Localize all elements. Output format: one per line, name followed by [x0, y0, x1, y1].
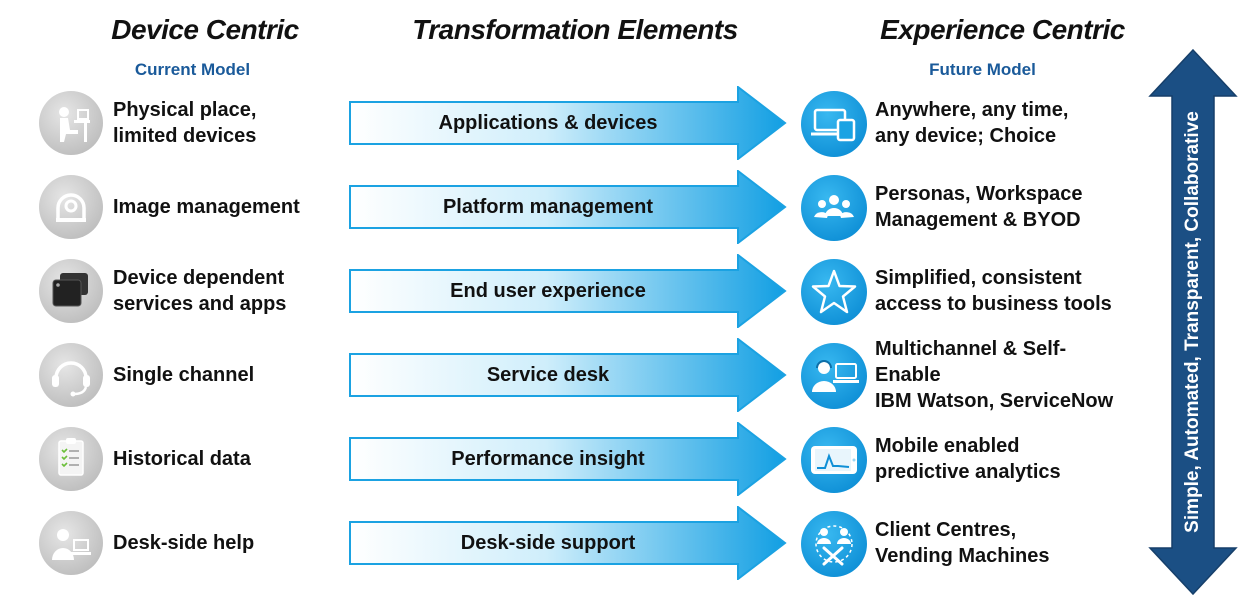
star-icon [801, 259, 867, 325]
future-model-text: Multichannel & Self- Enable IBM Watson, … [875, 338, 1114, 412]
future-model-text: Anywhere, any time, any device; Choice [875, 99, 1069, 147]
transformation-element-label: Desk-side support [460, 531, 636, 554]
disk-image-icon [39, 175, 103, 239]
current-model-text: Desk-side help [113, 532, 255, 554]
transformation-element-label: Performance insight [451, 447, 645, 470]
transformation-element-label: Platform management [442, 195, 654, 218]
transformation-element-label: End user experience [450, 279, 646, 302]
future-model-text: Simplified, consistent access to busines… [875, 267, 1112, 315]
current-model-text: Image management [113, 196, 300, 218]
left-column-subtitle: Current Model [134, 60, 251, 79]
current-model-text: Single channel [113, 364, 255, 386]
headset-icon [39, 343, 103, 407]
transformation-arrow [349, 422, 787, 496]
transformation-row: Single channel Service desk Multichannel… [0, 338, 1239, 418]
vertical-double-arrow [1148, 48, 1238, 596]
current-model-text: Device dependent services and apps [113, 267, 287, 315]
transformation-row: Historical data Performance insight Mobi… [0, 422, 1239, 502]
client-tools-icon [801, 511, 867, 577]
vertical-arrow-label: Simple, Automated, Transparent, Collabor… [1182, 111, 1203, 533]
transformation-arrow [349, 338, 787, 412]
agent-screen-icon [801, 343, 867, 409]
left-column-title: Device Centric [111, 14, 299, 45]
right-column-title: Experience Centric [880, 14, 1125, 45]
transformation-row: Physical place, limited devices Applicat… [0, 86, 1239, 166]
transformation-element-label: Applications & devices [438, 111, 658, 134]
helpdesk-person-icon [39, 511, 103, 575]
transformation-arrow [349, 506, 787, 580]
future-model-text: Mobile enabled predictive analytics [875, 435, 1061, 483]
transformation-arrow [349, 86, 787, 160]
transformation-row: Desk-side help Desk-side support Client … [0, 506, 1239, 586]
middle-column-title: Transformation Elements [412, 14, 738, 45]
transformation-arrow [349, 170, 787, 244]
future-model-text: Personas, Workspace Management & BYOD [875, 183, 1083, 231]
right-column-subtitle: Future Model [929, 60, 1036, 79]
devices-icon [801, 91, 867, 157]
mobile-chart-icon [801, 427, 867, 493]
people-group-icon [801, 175, 867, 241]
future-model-text: Client Centres, Vending Machines [875, 519, 1050, 567]
clipboard-checklist-icon [39, 427, 103, 491]
transformation-row: Image management Platform management Per… [0, 170, 1239, 250]
current-model-text: Historical data [113, 448, 251, 470]
transformation-row: Device dependent services and apps End u… [0, 254, 1239, 334]
transformation-arrow [349, 254, 787, 328]
stacked-devices-icon [39, 259, 103, 323]
transformation-element-label: Service desk [486, 363, 610, 386]
desk-worker-icon [39, 91, 103, 155]
current-model-text: Physical place, limited devices [113, 99, 257, 147]
